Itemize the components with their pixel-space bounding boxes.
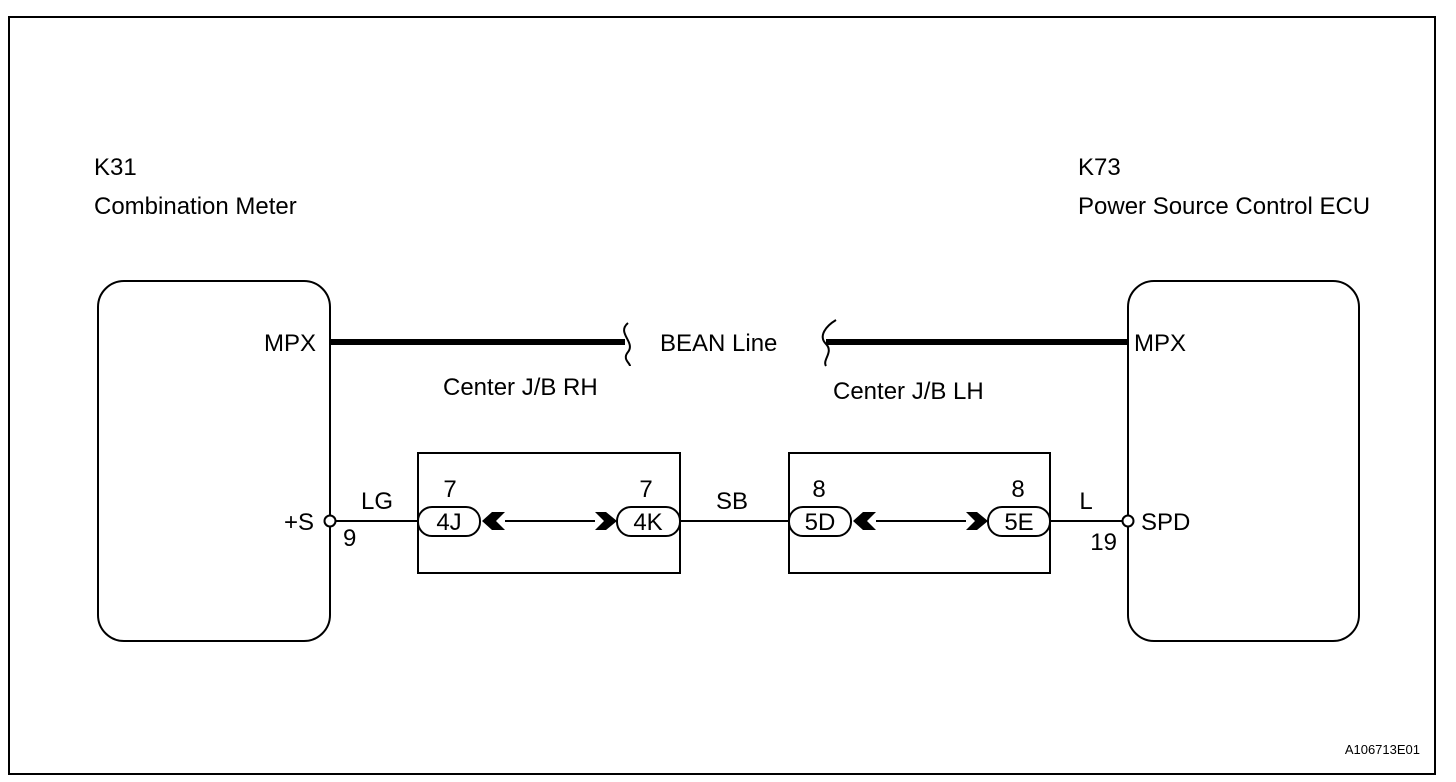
- left-jb-out-connector-label: 4K: [633, 509, 662, 536]
- right-jb-out-pin: 8: [1011, 476, 1024, 503]
- left-jb-out-arrow: [595, 512, 617, 530]
- right-jb-out-arrow: [966, 512, 988, 530]
- right-jb-out-connector: [987, 506, 1051, 537]
- bean-line-label: BEAN Line: [660, 330, 777, 357]
- wire-color-left: LG: [361, 488, 393, 515]
- left-pin-number: 9: [343, 525, 356, 552]
- right-jb-in-connector-label: 5D: [805, 509, 836, 536]
- left-jb-in-pin: 7: [443, 476, 456, 503]
- right-ecu-code: K73: [1078, 154, 1121, 181]
- bean-break-left: [623, 322, 631, 367]
- right-jb-out-connector-label: 5E: [1004, 509, 1033, 536]
- left-ecu-box: [97, 280, 331, 642]
- right-jb-in-pin: 8: [812, 476, 825, 503]
- right-ecu-box: [1127, 280, 1360, 642]
- right-signal-label: SPD: [1141, 509, 1190, 536]
- left-signal-label: +S: [284, 509, 314, 536]
- wire-color-right: L: [1079, 488, 1092, 515]
- right-jb-box: [788, 452, 1051, 574]
- wire-color-middle: SB: [716, 488, 748, 515]
- left-jb-out-pin: 7: [639, 476, 652, 503]
- figure-id: A106713E01: [1345, 742, 1420, 757]
- left-mpx-label: MPX: [264, 330, 316, 357]
- right-jb-in-arrow: [853, 512, 876, 530]
- left-jb-box: [417, 452, 681, 574]
- left-signal-terminal: [323, 514, 337, 528]
- left-ecu-name: Combination Meter: [94, 193, 297, 220]
- right-pin-number: 19: [1090, 529, 1117, 556]
- left-jb-name: Center J/B RH: [443, 374, 598, 401]
- right-jb-name: Center J/B LH: [833, 378, 984, 405]
- right-jb-in-connector: [788, 506, 852, 537]
- right-signal-terminal: [1121, 514, 1135, 528]
- left-jb-out-connector: [616, 506, 681, 537]
- right-ecu-name: Power Source Control ECU: [1078, 193, 1370, 220]
- left-jb-in-connector: [417, 506, 481, 537]
- left-ecu-code: K31: [94, 154, 137, 181]
- right-mpx-label: MPX: [1134, 330, 1186, 357]
- figure-frame: [8, 16, 1436, 775]
- left-jb-in-connector-label: 4J: [436, 509, 461, 536]
- left-jb-in-arrow: [482, 512, 505, 530]
